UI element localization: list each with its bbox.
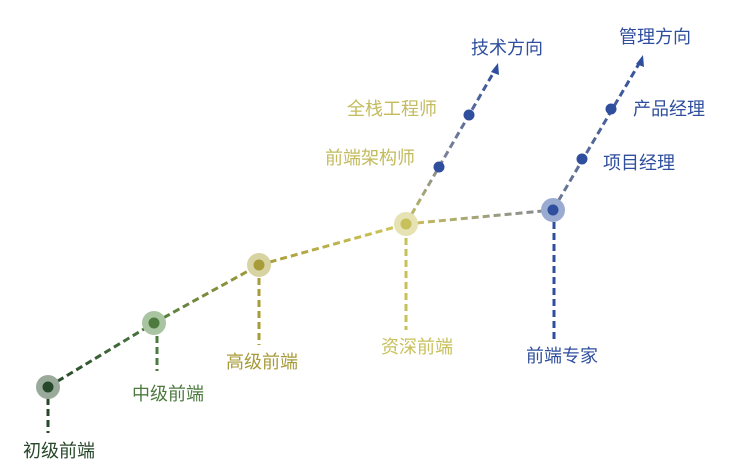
branch-node bbox=[605, 103, 617, 115]
branch-node bbox=[433, 161, 445, 173]
stage-node bbox=[42, 381, 54, 393]
stage-label-expert: 前端专家 bbox=[526, 346, 598, 367]
management-arrow-icon bbox=[636, 55, 644, 67]
path-segment bbox=[153, 263, 260, 325]
tech-branch-line bbox=[404, 69, 497, 225]
tech-node-fullstack: 全栈工程师 bbox=[347, 99, 437, 120]
path-segment bbox=[258, 222, 407, 267]
mgmt-node-project-manager: 项目经理 bbox=[603, 153, 675, 174]
tech-arrow-icon bbox=[491, 63, 499, 75]
mgmt-direction-label: 管理方向 bbox=[619, 27, 691, 48]
stage-node bbox=[253, 259, 265, 271]
tech-node-architect: 前端架构师 bbox=[325, 148, 415, 169]
management-branch-line bbox=[551, 61, 642, 211]
stage-label-intermediate: 中级前端 bbox=[132, 384, 204, 405]
tech-direction-label: 技术方向 bbox=[471, 38, 543, 59]
path-segment bbox=[47, 321, 155, 389]
stage-label-staff: 资深前端 bbox=[381, 337, 453, 358]
mgmt-node-product-manager: 产品经理 bbox=[633, 99, 705, 120]
stage-node bbox=[400, 218, 412, 230]
stage-node bbox=[148, 317, 160, 329]
stage-label-senior: 高级前端 bbox=[226, 352, 298, 373]
branch-node bbox=[463, 109, 475, 121]
stage-label-junior: 初级前端 bbox=[23, 441, 95, 462]
path-segment bbox=[405, 208, 554, 226]
stage-node bbox=[547, 204, 559, 216]
branch-node bbox=[576, 153, 588, 165]
